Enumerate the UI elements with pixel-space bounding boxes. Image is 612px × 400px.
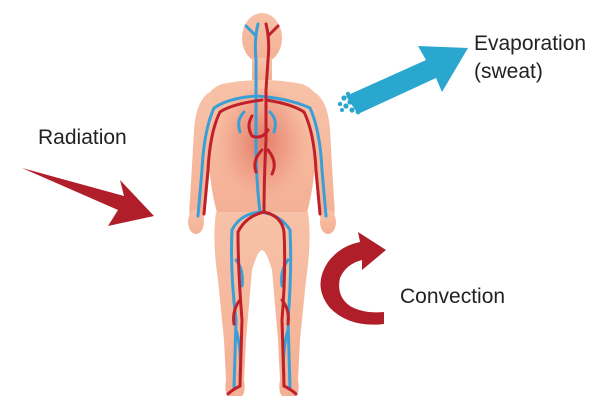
convection-arrow-body [320, 232, 386, 325]
radiation-label: Radiation [38, 124, 127, 152]
evaporation-label-line2: (sweat) [474, 58, 586, 86]
figure-head [242, 13, 282, 63]
convection-label: Convection [400, 283, 505, 311]
human-figure [188, 13, 336, 396]
convection-curved-arrow [320, 232, 386, 325]
evaporation-label: Evaporation (sweat) [474, 30, 586, 86]
evaporation-label-line1: Evaporation [474, 30, 586, 58]
figure-left-hand [188, 210, 204, 234]
radiation-arrow [22, 168, 154, 226]
figure-right-hand [320, 210, 336, 234]
figure-legs [214, 212, 309, 396]
